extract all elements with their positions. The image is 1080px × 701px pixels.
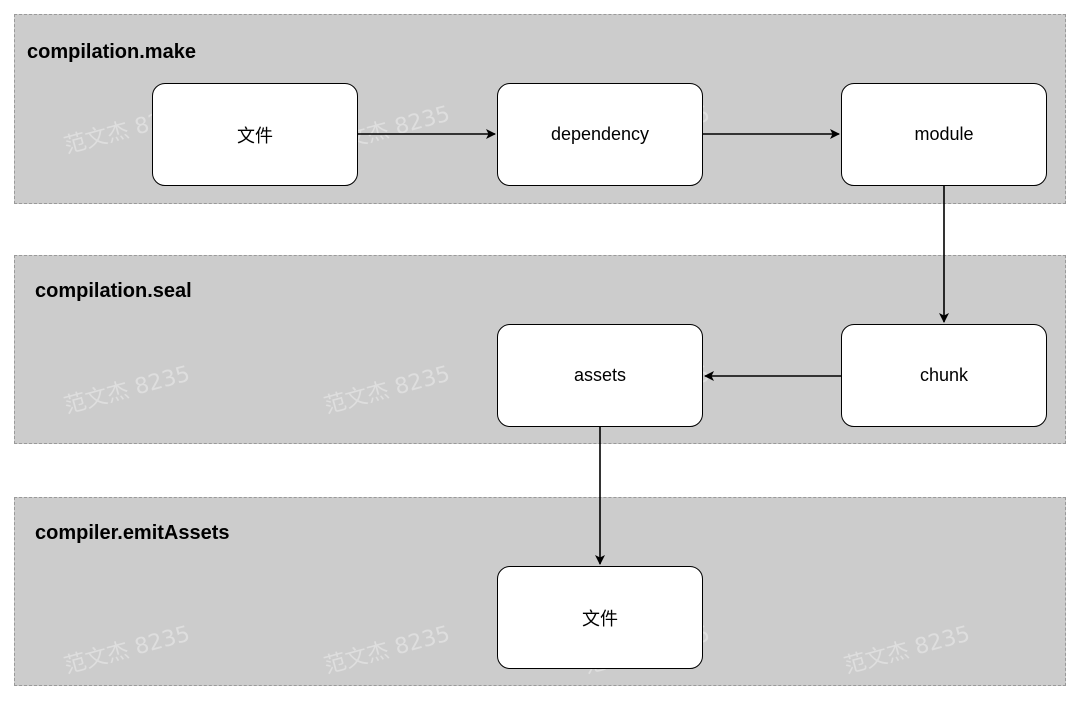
node-file-output: 文件 [497, 566, 703, 669]
node-file-input: 文件 [152, 83, 358, 186]
stage-title-seal: compilation.seal [35, 280, 192, 302]
node-label: module [914, 124, 974, 144]
node-label: chunk [919, 365, 969, 385]
stage-title-make: compilation.make [27, 41, 196, 63]
node-label: assets [573, 365, 627, 385]
node-chunk: chunk [841, 324, 1047, 427]
node-module: module [841, 83, 1047, 186]
node-label: dependency [550, 124, 650, 144]
node-dependency: dependency [497, 83, 703, 186]
stage-title-emit: compiler.emitAssets [35, 522, 230, 544]
node-label: 文件 [582, 608, 618, 629]
node-label: 文件 [237, 125, 273, 146]
node-assets: assets [497, 324, 703, 427]
